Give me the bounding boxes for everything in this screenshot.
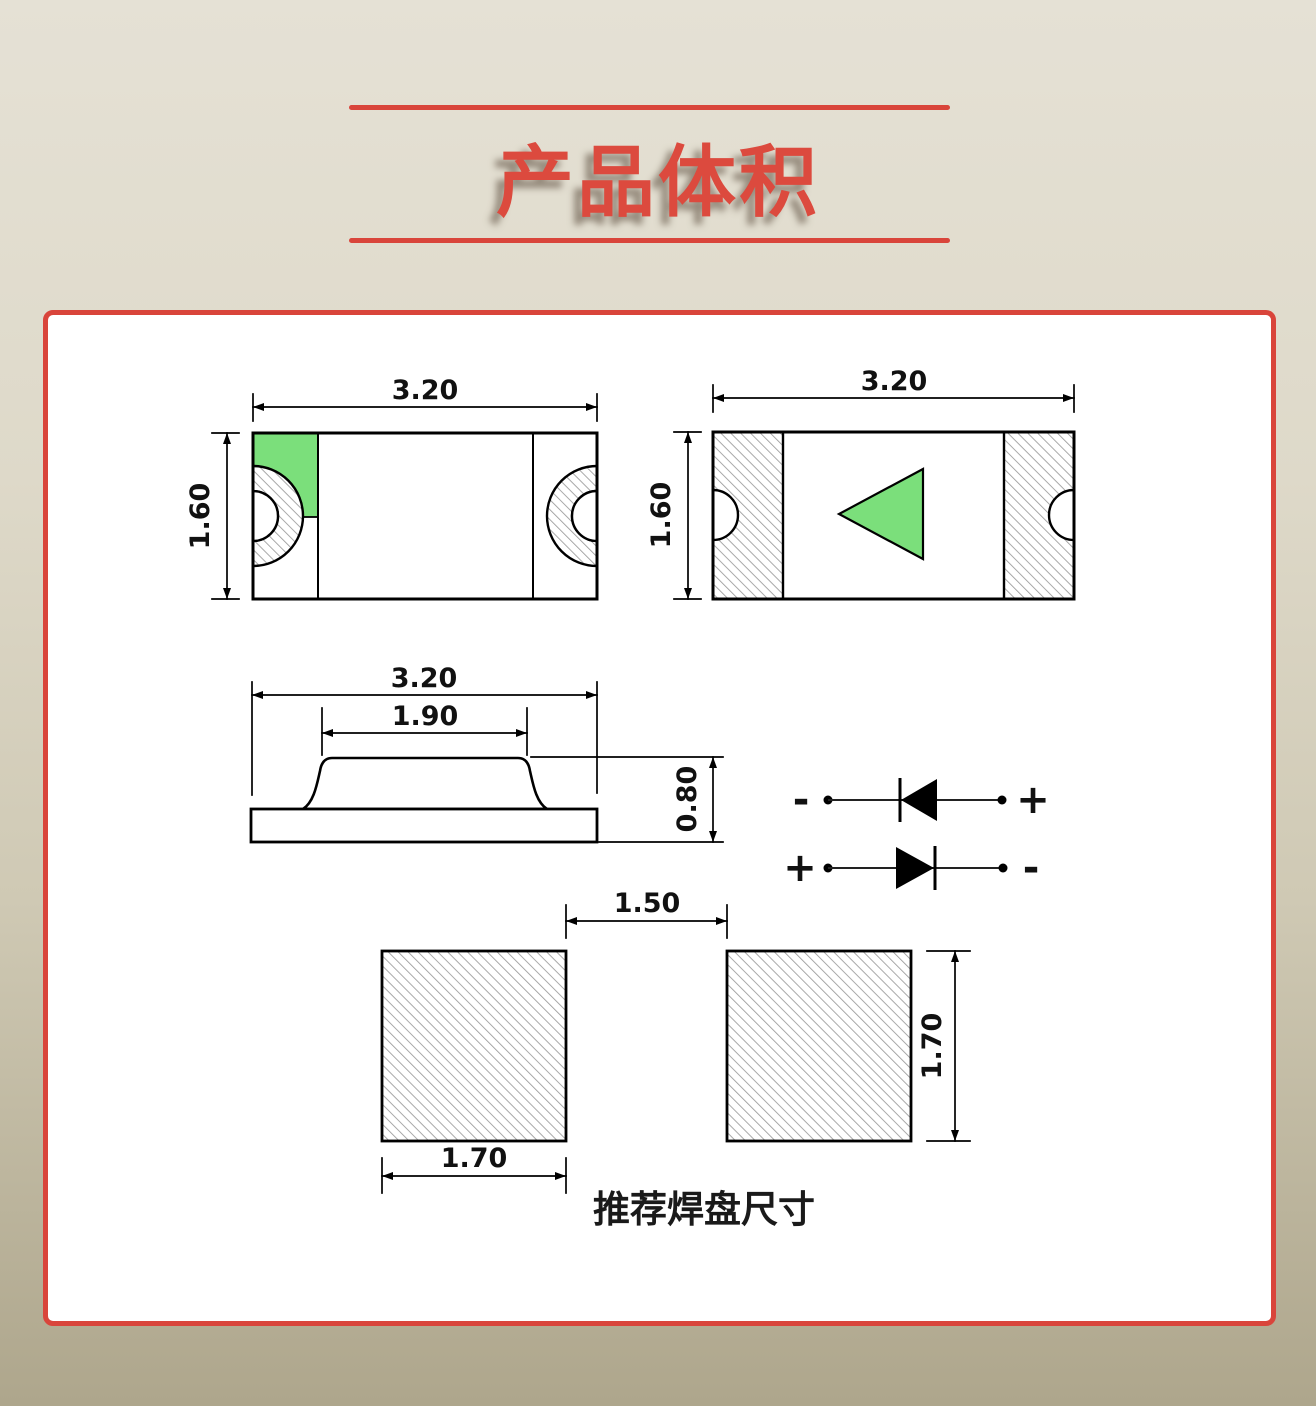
arrowhead (586, 403, 597, 411)
terminal-dot (997, 795, 1007, 805)
terminal-dot (998, 863, 1008, 873)
arrowhead (709, 757, 717, 768)
dimension-width (252, 393, 598, 422)
dimension-label: 1.50 (614, 888, 681, 919)
polarity-sign: - (793, 777, 810, 823)
package-outline-overstroke (251, 431, 599, 601)
header-rule-top (349, 105, 950, 110)
dimension-pad-height (926, 950, 971, 1142)
arrowhead (516, 729, 527, 737)
side-view-drawing: 3.20 1.90 0.80 (249, 663, 724, 844)
arrowhead (709, 831, 717, 842)
arrowhead (1063, 394, 1074, 402)
left-notch (711, 488, 740, 542)
arrowhead (322, 729, 333, 737)
right-notch (570, 489, 599, 543)
diode-triangle-icon (896, 847, 934, 889)
pad-layout-drawing: 1.50 1.70 1.70 推荐焊盘尺寸 (380, 888, 971, 1230)
dimension-label: 1.60 (185, 483, 216, 550)
dimension-height (530, 756, 724, 843)
left-notch (251, 489, 280, 543)
diode-symbol-row1: - + (793, 777, 1050, 823)
arrowhead (684, 432, 692, 443)
dimension-width (712, 384, 1075, 413)
page-title: 产品体积 (495, 138, 820, 226)
dimension-top-width (321, 707, 528, 756)
polarity-triangle-icon (836, 467, 925, 561)
arrowhead (716, 917, 727, 925)
arrowhead (555, 1172, 566, 1180)
arrowhead (951, 1130, 959, 1141)
dimension-gap (565, 904, 728, 939)
dimension-label: 1.90 (392, 701, 459, 732)
dimension-label: 3.20 (861, 366, 928, 397)
header-rule-bottom (349, 238, 950, 243)
arrowhead (951, 951, 959, 962)
lens-dome-profile (298, 756, 552, 811)
top-view-drawing: 3.20 1.60 (185, 375, 599, 601)
arrowhead (223, 433, 231, 444)
right-solder-pad (725, 949, 913, 1143)
package-outline-overstroke (711, 430, 1076, 601)
dimension-label: 1.60 (646, 482, 677, 549)
right-notch (1047, 488, 1076, 542)
diode-symbol-row2: + - (783, 845, 1039, 891)
arrowhead (382, 1172, 393, 1180)
bottom-view-drawing: 3.20 1.60 (646, 366, 1076, 601)
pad-layout-caption: 推荐焊盘尺寸 (593, 1189, 815, 1230)
arrowhead (713, 394, 724, 402)
arrowhead (586, 691, 597, 699)
arrowhead (252, 691, 263, 699)
dimension-label: 1.70 (917, 1013, 948, 1080)
polarity-diagram: - + + - (783, 777, 1050, 891)
polarity-sign: + (1016, 777, 1050, 823)
dimension-label: 3.20 (392, 375, 459, 406)
base-profile (249, 807, 599, 844)
dimension-width (251, 681, 598, 796)
dimension-label: 0.80 (672, 766, 703, 833)
arrowhead (223, 588, 231, 599)
left-solder-pad (380, 949, 568, 1143)
dimension-pad-width (381, 1157, 567, 1194)
dimension-height (211, 432, 240, 600)
dimension-height (673, 431, 702, 600)
arrowhead (684, 588, 692, 599)
arrowhead (566, 917, 577, 925)
polarity-sign: + (783, 845, 817, 891)
dimension-label: 1.70 (441, 1143, 508, 1174)
dimension-label: 3.20 (391, 663, 458, 694)
diode-triangle-icon (901, 779, 937, 821)
arrowhead (253, 403, 264, 411)
polarity-sign: - (1023, 845, 1040, 891)
